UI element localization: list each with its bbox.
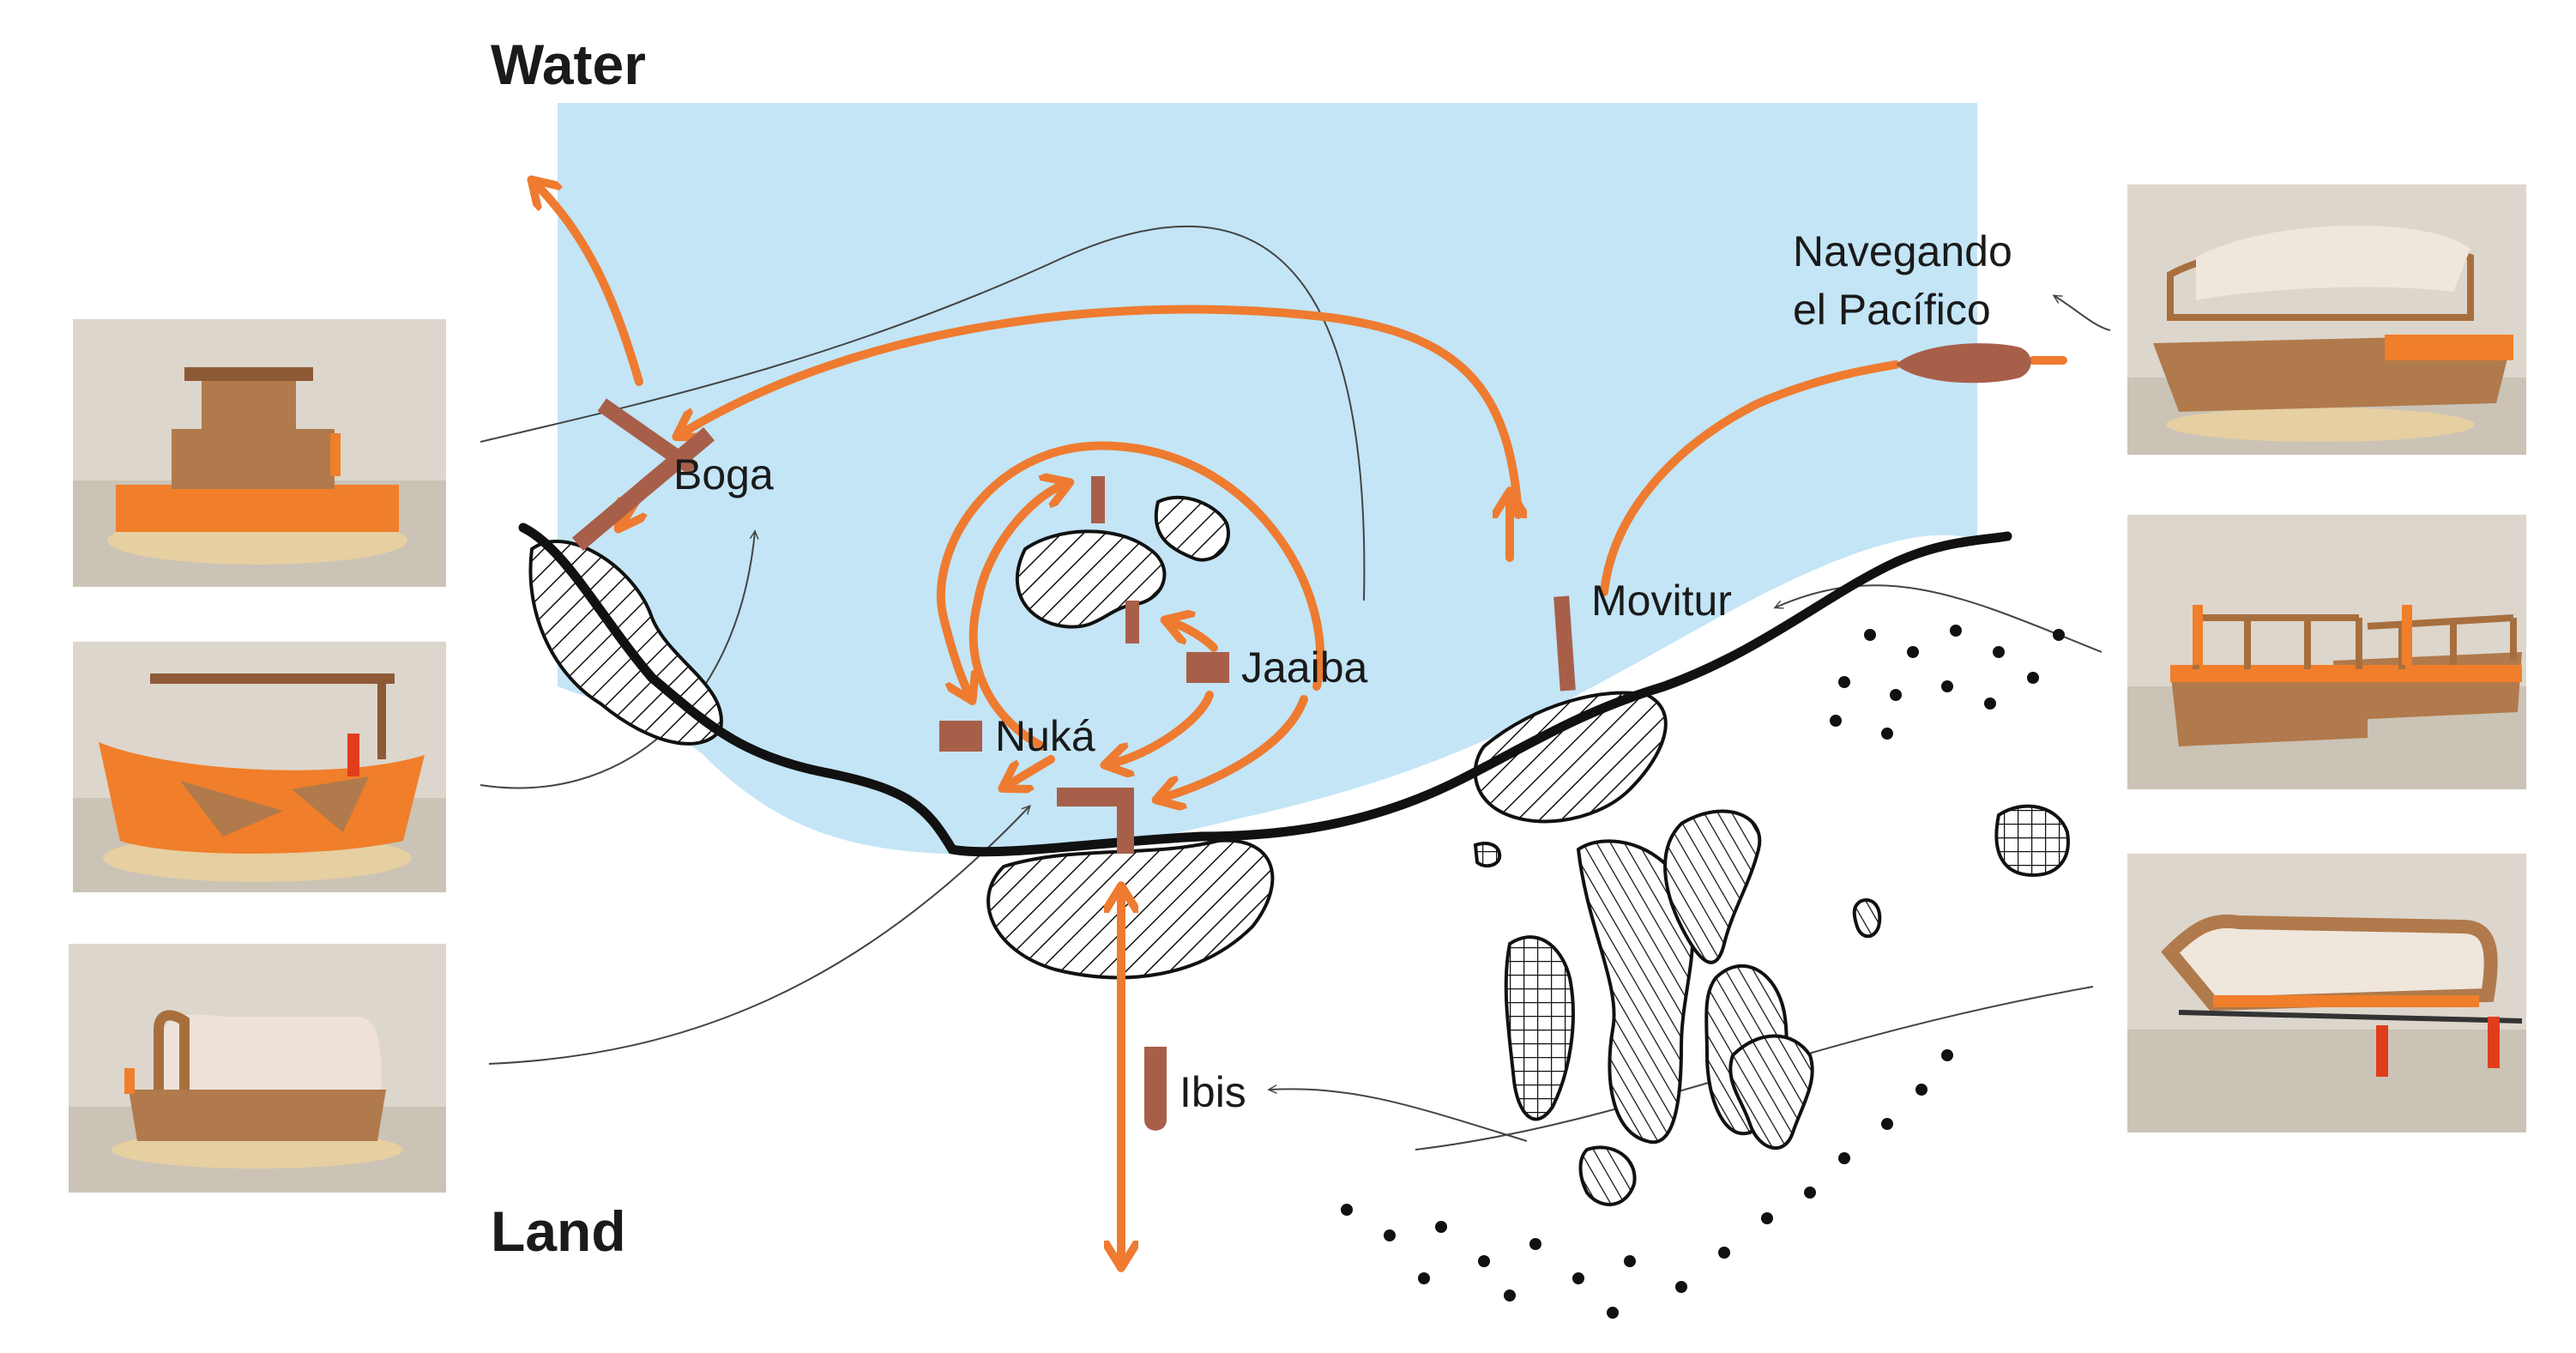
land-patch-movitur bbox=[1473, 691, 1668, 824]
pier-island-bottom bbox=[1125, 601, 1139, 643]
navegando-label-line2: el Pacífico bbox=[1793, 286, 1991, 334]
ibis-label: Ibis bbox=[1179, 1068, 1246, 1116]
jaaiba-model-photo bbox=[2127, 854, 2526, 1133]
route-nuka-out bbox=[1008, 755, 1055, 785]
nuka-label: Nuká bbox=[995, 712, 1095, 760]
pier-central bbox=[1057, 788, 1134, 854]
movitur-model-photo bbox=[2127, 515, 2526, 789]
land-label: Land bbox=[491, 1199, 626, 1263]
ibis-model-photo bbox=[69, 944, 446, 1193]
route-navegando bbox=[1600, 360, 1900, 596]
land-patch-nuka bbox=[986, 838, 1275, 980]
boga-label: Boga bbox=[673, 450, 774, 498]
urban-dot-2 bbox=[1852, 898, 1882, 939]
route-outer-bottom bbox=[1162, 695, 1308, 798]
route-inner-loop bbox=[968, 485, 1064, 751]
jaaiba-label: Jaaiba bbox=[1241, 643, 1368, 692]
boga-model-photo bbox=[73, 319, 446, 587]
urban-cross-2 bbox=[1994, 804, 2070, 878]
settlement-dots bbox=[1341, 625, 2065, 1319]
route-jaaiba-down bbox=[1111, 691, 1214, 764]
urban-cross-3 bbox=[1473, 842, 1502, 868]
urban-dot-1 bbox=[1578, 1145, 1637, 1206]
leader-navegando bbox=[2054, 296, 2111, 331]
navegando-label-line1: Navegando bbox=[1793, 227, 2012, 275]
movitur-label: Movitur bbox=[1591, 577, 1732, 625]
island-small bbox=[1154, 495, 1230, 562]
pier-boga bbox=[571, 398, 715, 551]
route-jaaiba-in bbox=[1171, 622, 1218, 652]
leader-ibis bbox=[1270, 1089, 1528, 1142]
urban-block-2 bbox=[1663, 809, 1762, 964]
route-boga-loop bbox=[682, 305, 1523, 519]
shoreline bbox=[518, 522, 2012, 857]
water-area bbox=[558, 103, 1977, 855]
contour-line-1 bbox=[480, 225, 1366, 601]
nuka-model-photo bbox=[73, 642, 446, 892]
pier-jaaiba bbox=[1186, 652, 1229, 683]
water-label: Water bbox=[491, 33, 646, 96]
pier-movitur bbox=[1553, 595, 1576, 692]
contour-line-3 bbox=[488, 806, 1029, 1065]
urban-cross-1 bbox=[1504, 935, 1575, 1121]
route-boga-north bbox=[536, 184, 643, 386]
route-outer-loop bbox=[936, 441, 1324, 695]
urban-block-4 bbox=[1728, 1034, 1814, 1151]
navegando-model-photo bbox=[2127, 184, 2526, 455]
ibis-marker bbox=[1144, 1047, 1167, 1131]
pier-island-top bbox=[1091, 476, 1105, 523]
pier-nuka bbox=[939, 721, 982, 752]
leader-movitur bbox=[1776, 584, 2102, 653]
navegando-boat bbox=[1896, 343, 2031, 384]
